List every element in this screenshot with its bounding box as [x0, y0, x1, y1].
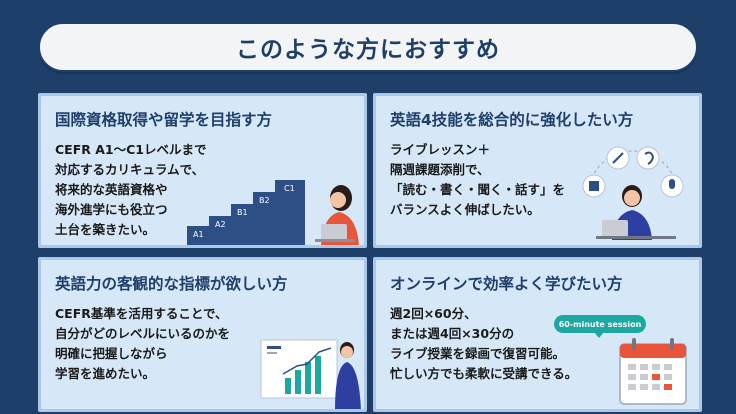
card-line: または週4回×30分の	[390, 326, 515, 341]
card-line: 週2回×60分、	[390, 306, 477, 321]
card-title: オンラインで効率よく学びたい方	[390, 275, 623, 293]
bar-mark	[315, 356, 321, 394]
card-objective-indicator: 英語力の客観的な指標が欲しい方 CEFR基準を活用することで、 自分がどのレベル…	[38, 257, 367, 412]
stairs-illustration: A1 A2 B1 B2 C1	[187, 180, 359, 245]
card-online-efficiency: オンラインで効率よく学びたい方 週2回×60分、 または週4回×30分の ライブ…	[373, 257, 702, 412]
card-line: 学習を進めたい。	[55, 366, 156, 381]
card-line: 対応するカリキュラムで、	[55, 162, 205, 177]
person-presenting-icon	[335, 342, 361, 409]
card-line: バランスよく伸ばしたい。	[390, 202, 540, 217]
card-international-qualification: 国際資格取得や留学を目指す方 CEFR A1〜C1レベルまで 対応するカリキュラ…	[38, 93, 367, 248]
bar-mark	[285, 378, 291, 394]
card-title: 国際資格取得や留学を目指す方	[55, 111, 273, 129]
card-body: 週2回×60分、 または週4回×30分の ライブ授業を録画で復習可能。 忙しい方…	[390, 304, 577, 384]
card-line: 「読む・書く・聞く・話す」を	[390, 182, 566, 197]
card-line: 将来的な英語資格や	[55, 182, 168, 197]
card-body: CEFR A1〜C1レベルまで 対応するカリキュラムで、 将来的な英語資格や 海…	[55, 140, 206, 240]
listening-icon	[636, 146, 660, 170]
four-skills-illustration	[582, 146, 684, 240]
card-line: 自分がどのレベルにいるのかを	[55, 326, 231, 341]
stair-b2	[253, 192, 277, 245]
person-laptop-icon	[596, 185, 676, 240]
stair-c1	[275, 180, 305, 245]
page-title-banner: このような方におすすめ	[38, 22, 698, 72]
card-body: ライブレッスン＋ 隔週課題添削で、 「読む・書く・聞く・話す」を バランスよく伸…	[390, 140, 565, 220]
session-badge: 60-minute session	[554, 315, 646, 338]
stair-a2	[209, 216, 233, 245]
card-title: 英語4技能を総合的に強化したい方	[390, 111, 634, 129]
calendar-icon	[619, 338, 687, 405]
card-line: ライブレッスン＋	[390, 142, 491, 157]
card-four-skills: 英語4技能を総合的に強化したい方 ライブレッスン＋ 隔週課題添削で、 「読む・書…	[373, 93, 702, 248]
bar-mark	[305, 362, 311, 394]
stair-label: A1	[193, 230, 204, 239]
card-line: CEFR A1〜C1レベルまで	[55, 142, 207, 157]
card-line: 土台を築きたい。	[55, 222, 156, 237]
stair-label: B2	[259, 196, 270, 205]
stair-label: B1	[237, 208, 248, 217]
card-line: 明確に把握しながら	[55, 346, 168, 361]
card-line: 忙しい方でも柔軟に受講できる。	[390, 366, 578, 381]
card-line: ライブ授業を録画で復習可能。	[390, 346, 566, 361]
stair-label: A2	[215, 220, 226, 229]
card-line: 海外進学にも役立つ	[55, 202, 168, 217]
analytics-illustration	[260, 339, 361, 409]
page-title: このような方におすすめ	[236, 37, 500, 63]
bar-mark	[295, 370, 301, 394]
person-studying-icon	[315, 185, 359, 245]
stair-label: C1	[284, 184, 295, 193]
stair-b1	[231, 204, 255, 245]
card-line: CEFR基準を活用することで、	[55, 306, 228, 321]
card-line: 隔週課題添削で、	[390, 162, 490, 177]
card-title: 英語力の客観的な指標が欲しい方	[55, 275, 288, 293]
stair-a1	[187, 226, 211, 245]
card-body: CEFR基準を活用することで、 自分がどのレベルにいるのかを 明確に把握しながら…	[55, 304, 230, 384]
